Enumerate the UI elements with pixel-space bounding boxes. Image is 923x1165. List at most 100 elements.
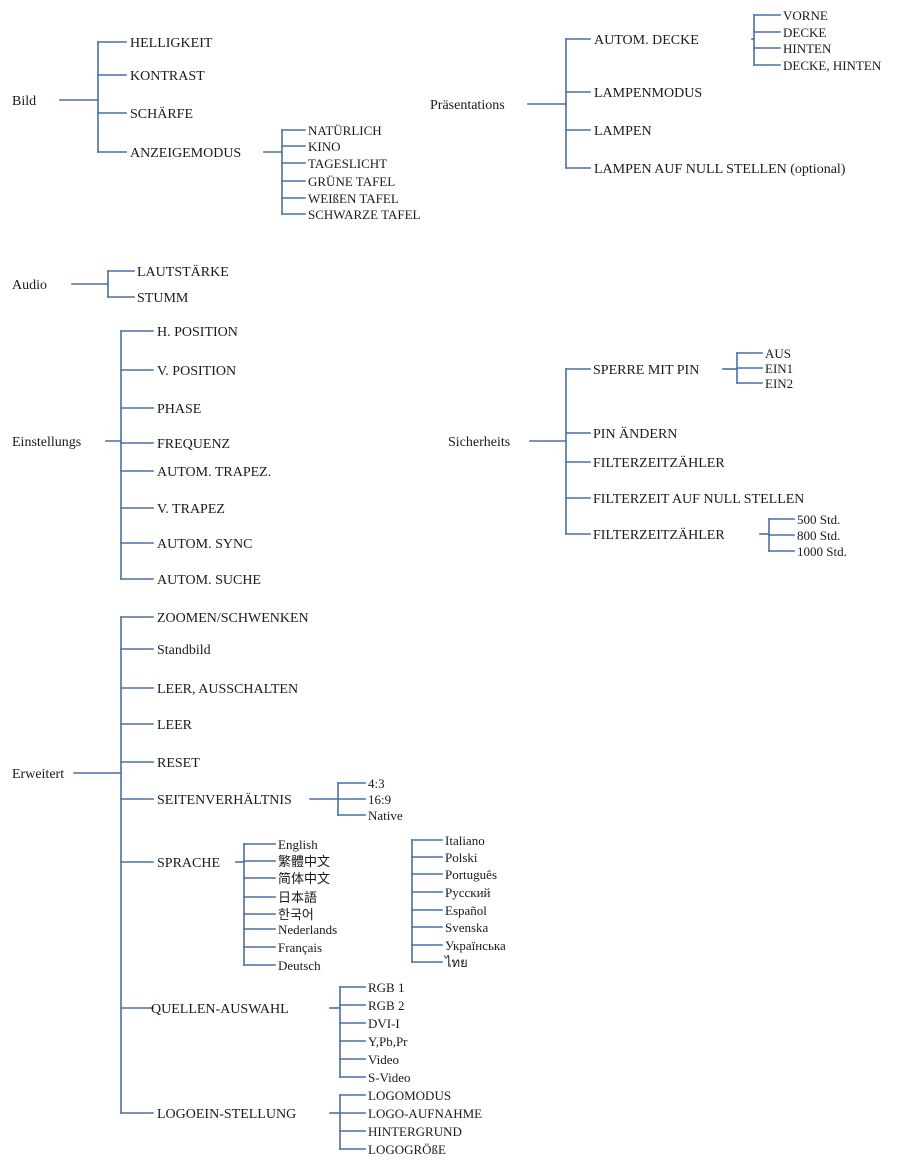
logo-aufnahme: LOGO-AUFNAHME (368, 1106, 482, 1121)
language-svenska: Svenska (445, 920, 489, 935)
menu-praesentations: Präsentations AUTOM. DECKE LAMPENMODUS L… (430, 8, 882, 177)
language-francais: Français (278, 940, 322, 955)
source-rgb2: RGB 2 (368, 998, 404, 1013)
item-autom-sync: AUTOM. SYNC (157, 537, 252, 552)
option-16-9: 16:9 (368, 792, 391, 807)
language-italiano: Italiano (445, 833, 485, 848)
language-thai: ไทย (444, 955, 468, 970)
logo-logogroesse: LOGOGRÖßE (368, 1142, 446, 1157)
item-autom-suche: AUTOM. SUCHE (157, 573, 261, 588)
menu-label-bild: Bild (12, 94, 36, 109)
item-lampen: LAMPEN (594, 124, 652, 139)
source-s-video: S-Video (368, 1070, 411, 1085)
item-frequenz: FREQUENZ (157, 437, 230, 452)
language-nederlands: Nederlands (278, 922, 337, 937)
filter-options: 500 Std. 800 Std. 1000 Std. (797, 512, 847, 559)
option-kino: KINO (308, 139, 341, 154)
source-options: RGB 1 RGB 2 DVI-I Y,Pb,Pr Video S-Video (368, 980, 411, 1085)
item-autom-trapez: AUTOM. TRAPEZ. (157, 465, 271, 480)
menu-label-praesentations: Präsentations (430, 98, 505, 113)
decke-options: VORNE DECKE HINTEN DECKE, HINTEN (783, 8, 882, 73)
language-deutsch: Deutsch (278, 958, 321, 973)
option-hinten: HINTEN (783, 41, 832, 56)
language-simplified-chinese: 简体中文 (278, 871, 330, 886)
anzeigemodus-options: NATÜRLICH KINO TAGESLICHT GRÜNE TAFEL WE… (308, 123, 421, 222)
option-weissen-tafel: WEIßEN TAFEL (308, 191, 399, 206)
option-aus: AUS (765, 346, 791, 361)
language-polski: Polski (445, 850, 478, 865)
option-natuerlich: NATÜRLICH (308, 123, 382, 138)
logo-hintergrund: HINTERGRUND (368, 1124, 462, 1139)
option-1000-std: 1000 Std. (797, 544, 847, 559)
option-ein2: EIN2 (765, 376, 793, 391)
item-helligkeit: HELLIGKEIT (130, 36, 213, 51)
tree-connectors (59, 14, 795, 1150)
option-4-3: 4:3 (368, 776, 385, 791)
item-logoein-stellung: LOGOEIN-STELLUNG (157, 1107, 296, 1122)
item-seitenverhaeltnis: SEITENVERHÄLTNIS (157, 791, 292, 808)
logo-options: LOGOMODUS LOGO-AUFNAHME HINTERGRUND LOGO… (368, 1088, 482, 1157)
menu-label-sicherheits: Sicherheits (448, 435, 510, 450)
language-traditional-chinese: 繁體中文 (278, 854, 330, 869)
item-stumm: STUMM (137, 291, 189, 306)
source-rgb1: RGB 1 (368, 980, 404, 995)
item-autom-decke: AUTOM. DECKE (594, 33, 699, 48)
language-korean: 한국어 (278, 907, 314, 922)
language-ukrainian: Українська (445, 938, 506, 953)
item-leer: LEER (157, 718, 193, 733)
option-ein1: EIN1 (765, 361, 793, 376)
item-v-trapez: V. TRAPEZ (157, 502, 225, 517)
item-sprache: SPRACHE (157, 856, 220, 871)
source-ypbpr: Y,Pb,Pr (368, 1034, 408, 1049)
option-vorne: VORNE (783, 8, 828, 23)
option-gruene-tafel: GRÜNE TAFEL (308, 174, 395, 189)
item-standbild: Standbild (157, 643, 211, 658)
menu-bild: Bild HELLIGKEIT KONTRAST SCHÄRFE ANZEIGE… (12, 36, 421, 222)
menu-label-audio: Audio (12, 278, 47, 293)
item-kontrast: KONTRAST (130, 69, 205, 84)
sperre-options: AUS EIN1 EIN2 (765, 346, 793, 391)
language-espanol: Español (445, 903, 487, 918)
menu-audio: Audio LAUTSTÄRKE STUMM (12, 263, 229, 306)
item-lampenmodus: LAMPENMODUS (594, 86, 702, 101)
language-portugues: Português (445, 867, 497, 882)
language-options-col1: English 繁體中文 简体中文 日本語 한국어 Nederlands Fra… (278, 837, 337, 973)
option-schwarze-tafel: SCHWARZE TAFEL (308, 207, 421, 222)
option-decke: DECKE (783, 25, 826, 40)
language-english: English (278, 837, 318, 852)
option-decke-hinten: DECKE, HINTEN (783, 58, 882, 73)
item-reset: RESET (157, 756, 200, 771)
item-zoomen-schwenken: ZOOMEN/SCHWENKEN (157, 611, 309, 626)
item-lautstaerke: LAUTSTÄRKE (137, 263, 229, 280)
item-h-position: H. POSITION (157, 325, 238, 340)
item-pin-aendern: PIN ÄNDERN (593, 425, 677, 442)
source-dvi-i: DVI-I (368, 1016, 400, 1031)
item-sperre-mit-pin: SPERRE MIT PIN (593, 363, 699, 378)
language-russian: Русский (445, 885, 491, 900)
aspect-options: 4:3 16:9 Native (368, 776, 403, 823)
option-tageslicht: TAGESLICHT (308, 156, 387, 171)
menu-label-erweitert: Erweitert (12, 767, 64, 782)
item-phase: PHASE (157, 402, 201, 417)
menu-einstellungs: Einstellungs H. POSITION V. POSITION PHA… (12, 325, 271, 588)
item-filterzeit-null: FILTERZEIT AUF NULL STELLEN (593, 492, 804, 507)
logo-logomodus: LOGOMODUS (368, 1088, 451, 1103)
menu-label-einstellungs: Einstellungs (12, 435, 81, 450)
item-schaerfe: SCHÄRFE (130, 105, 193, 122)
language-options-col2: Italiano Polski Português Русский Españo… (444, 833, 506, 970)
item-filterzeitzaehler-2: FILTERZEITZÄHLER (593, 526, 725, 543)
option-800-std: 800 Std. (797, 528, 840, 543)
item-quellen-auswahl: QUELLEN-AUSWAHL (151, 1002, 289, 1017)
item-filterzeitzaehler: FILTERZEITZÄHLER (593, 454, 725, 471)
menu-erweitert: Erweitert ZOOMEN/SCHWENKEN Standbild LEE… (12, 611, 506, 1157)
item-leer-ausschalten: LEER, AUSSCHALTEN (157, 682, 298, 697)
source-video: Video (368, 1052, 399, 1067)
item-anzeigemodus: ANZEIGEMODUS (130, 146, 241, 161)
language-japanese: 日本語 (278, 890, 317, 905)
item-lampen-null: LAMPEN AUF NULL STELLEN (optional) (594, 162, 846, 177)
item-v-position: V. POSITION (157, 364, 236, 379)
menu-sicherheits: Sicherheits SPERRE MIT PIN PIN ÄNDERN FI… (448, 346, 847, 559)
option-native: Native (368, 808, 403, 823)
option-500-std: 500 Std. (797, 512, 840, 527)
